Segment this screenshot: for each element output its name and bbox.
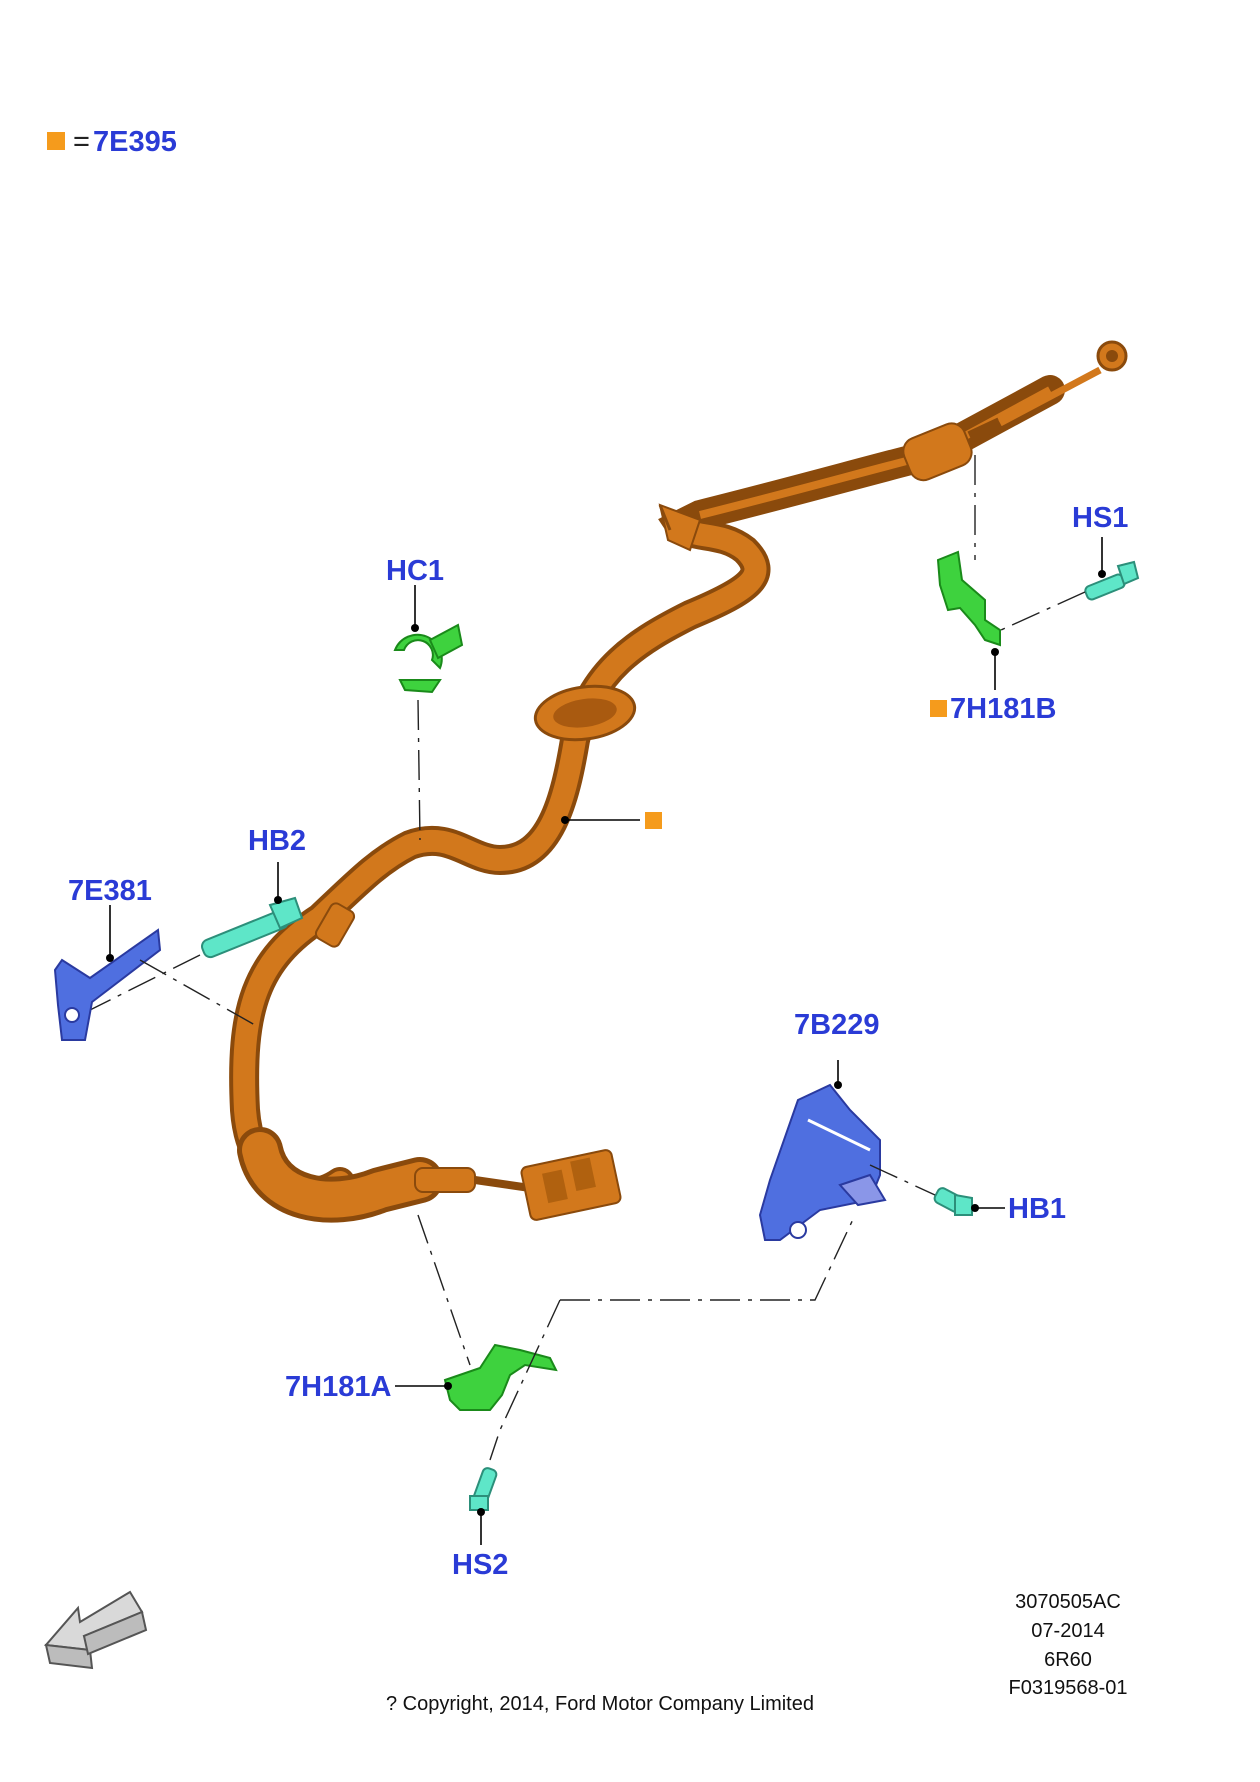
callout-hs1: HS1 bbox=[1072, 502, 1128, 534]
diagram-info: 3070505AC 07-2014 6R60 F0319568-01 bbox=[1009, 1591, 1128, 1699]
callout-7h181a: 7H181A bbox=[285, 1371, 391, 1403]
callout-7b229: 7B229 bbox=[794, 1009, 879, 1041]
info-line-1: 3070505AC bbox=[1015, 1591, 1121, 1613]
cable-grommet bbox=[533, 684, 637, 742]
legend-marker-square bbox=[47, 132, 65, 150]
callout-hs2: HS2 bbox=[452, 1549, 508, 1581]
bracket-7H181B bbox=[936, 455, 1001, 690]
callout-7h181b: 7H181B bbox=[950, 693, 1056, 725]
copyright-notice: ? Copyright, 2014, Ford Motor Company Li… bbox=[386, 1693, 814, 1715]
clip-HC1 bbox=[393, 585, 464, 841]
legend-equals: = bbox=[73, 126, 90, 158]
bracket-7B229 bbox=[758, 1060, 887, 1241]
bracket-7H181A bbox=[395, 1214, 856, 1461]
cable-upper-housing bbox=[902, 340, 1128, 482]
callout-hb1: HB1 bbox=[1008, 1193, 1066, 1225]
callout-7h181b-marker bbox=[930, 700, 947, 717]
callout-7e381: 7E381 bbox=[68, 875, 152, 907]
callout-hc1: HC1 bbox=[386, 555, 444, 587]
direction-arrow-icon bbox=[44, 1590, 148, 1670]
bracket-7E381 bbox=[53, 905, 256, 1041]
legend-part-number: 7E395 bbox=[93, 126, 177, 158]
callout-hb2: HB2 bbox=[248, 825, 306, 857]
screw-HS2 bbox=[469, 1467, 498, 1545]
screw-HS1 bbox=[989, 537, 1140, 636]
bolt-HB2 bbox=[89, 862, 304, 1011]
legend: = 7E395 bbox=[47, 126, 177, 158]
speed-cable-7E395 bbox=[229, 340, 1128, 1223]
bolt-HB1 bbox=[869, 1164, 1005, 1216]
info-line-3: 6R60 bbox=[1044, 1649, 1092, 1671]
cable-marker bbox=[561, 812, 662, 829]
info-line-4: F0319568-01 bbox=[1009, 1677, 1128, 1699]
cable-connector bbox=[520, 1149, 622, 1221]
info-line-2: 07-2014 bbox=[1031, 1620, 1104, 1642]
